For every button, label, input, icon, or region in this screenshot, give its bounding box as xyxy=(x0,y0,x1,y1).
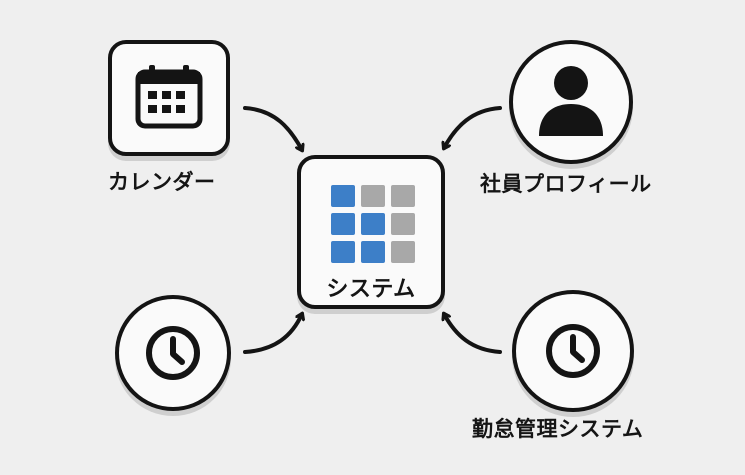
attendance-label: 勤怠管理システム xyxy=(472,417,644,441)
grid-cell xyxy=(361,241,385,263)
grid-icon xyxy=(331,185,415,263)
grid-cell xyxy=(361,213,385,235)
grid-cell xyxy=(361,185,385,207)
arrow-profile-to-system xyxy=(444,106,502,148)
arrow-attendance-to-system xyxy=(444,314,502,354)
attendance-node xyxy=(512,290,634,412)
grid-cell xyxy=(331,213,355,235)
arrow-calendar-to-system xyxy=(243,106,302,150)
arrow-clock-to-system xyxy=(243,314,302,354)
system-label: システム xyxy=(326,277,416,302)
calendar-icon xyxy=(135,65,203,129)
profile-node xyxy=(509,40,633,164)
grid-cell xyxy=(331,241,355,263)
clock-node xyxy=(115,295,231,411)
grid-cell xyxy=(391,213,415,235)
calendar-node xyxy=(108,40,230,156)
calendar-label: カレンダー xyxy=(108,170,216,194)
clock-icon xyxy=(546,324,600,378)
grid-cell xyxy=(331,185,355,207)
grid-cell xyxy=(391,185,415,207)
grid-cell xyxy=(391,241,415,263)
system-node: システム xyxy=(297,155,445,309)
clock-icon xyxy=(146,326,200,380)
person-icon xyxy=(539,66,603,136)
profile-label: 社員プロフィール xyxy=(480,172,652,196)
